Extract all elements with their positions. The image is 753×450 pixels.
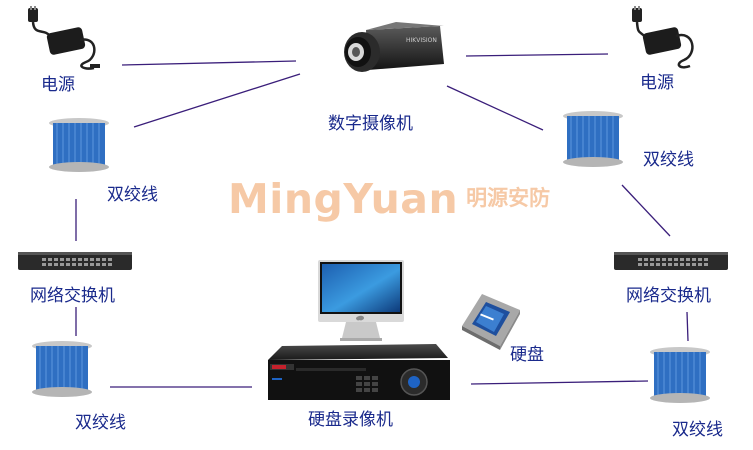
cable-spool-bottom-right-icon — [650, 347, 710, 403]
line-camera-power-right — [465, 53, 609, 57]
line-camera-cable-right — [446, 85, 544, 131]
monitor-icon — [318, 260, 404, 341]
label-hdd: 硬盘 — [510, 345, 544, 365]
camera-icon: HIKVISION — [344, 22, 444, 72]
label-dvr: 硬盘录像机 — [308, 410, 393, 430]
label-switch-left: 网络交换机 — [30, 286, 115, 306]
watermark-brand-cn: 明源安防 — [466, 186, 551, 210]
label-power-left: 电源 — [41, 75, 75, 95]
line-switch-cable-right — [686, 311, 689, 342]
line-power-left-camera — [121, 60, 297, 66]
dvr-icon — [268, 344, 450, 400]
cable-spool-top-left-icon — [49, 118, 109, 172]
watermark-brand: MingYuan — [228, 175, 459, 223]
label-cable-bottom-right: 双绞线 — [672, 420, 723, 440]
cable-spool-bottom-left-icon — [32, 341, 92, 397]
svg-text:HIKVISION: HIKVISION — [406, 37, 437, 44]
label-camera: 数字摄像机 — [328, 114, 413, 134]
label-cable-bottom-left: 双绞线 — [75, 413, 126, 433]
line-cable-switch-right — [621, 184, 671, 237]
label-power-right: 电源 — [640, 73, 674, 93]
label-cable-top-right: 双绞线 — [643, 150, 694, 170]
line-dvr-cable-right — [470, 380, 649, 385]
line-cable-camera — [133, 73, 301, 128]
network-switch-left-icon — [18, 252, 132, 270]
network-switch-right-icon — [614, 252, 728, 270]
cable-spool-top-right-icon — [563, 111, 623, 167]
power-adapter-left-icon — [28, 6, 100, 70]
label-cable-top-left: 双绞线 — [107, 185, 158, 205]
power-adapter-right-icon — [632, 6, 694, 69]
label-switch-right: 网络交换机 — [626, 286, 711, 306]
hard-disk-icon — [462, 294, 520, 350]
watermark: MingYuan 明源安防 — [228, 175, 550, 223]
